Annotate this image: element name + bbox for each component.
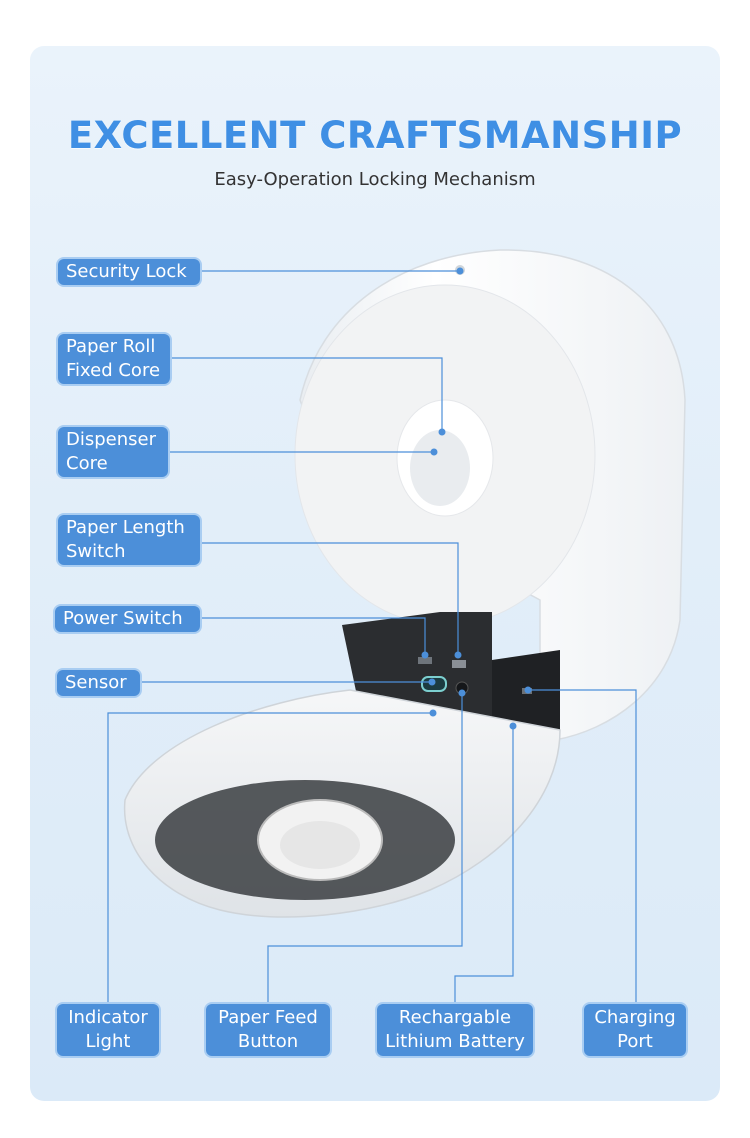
label-power-switch: Power Switch <box>55 606 200 632</box>
label-security-lock: Security Lock <box>58 259 200 285</box>
label-dispenser-core: Dispenser Core <box>58 427 168 477</box>
label-indicator-light: Indicator Light <box>57 1004 159 1056</box>
label-paper-roll-fixed-core: Paper Roll Fixed Core <box>58 334 170 384</box>
label-paper-length-switch: Paper Length Switch <box>58 515 200 565</box>
page-subtitle: Easy-Operation Locking Mechanism <box>214 169 536 190</box>
label-rechargable-lithium-battery: Rechargable Lithium Battery <box>377 1004 533 1056</box>
label-charging-port: Charging Port <box>584 1004 686 1056</box>
label-sensor: Sensor <box>57 670 140 696</box>
label-paper-feed-button: Paper Feed Button <box>206 1004 330 1056</box>
page-title: EXCELLENT CRAFTSMANSHIP <box>67 114 683 157</box>
electronics-box <box>342 612 492 720</box>
paper-length-switch <box>452 660 466 668</box>
power-switch <box>418 657 432 664</box>
dispenser-core <box>410 430 470 506</box>
